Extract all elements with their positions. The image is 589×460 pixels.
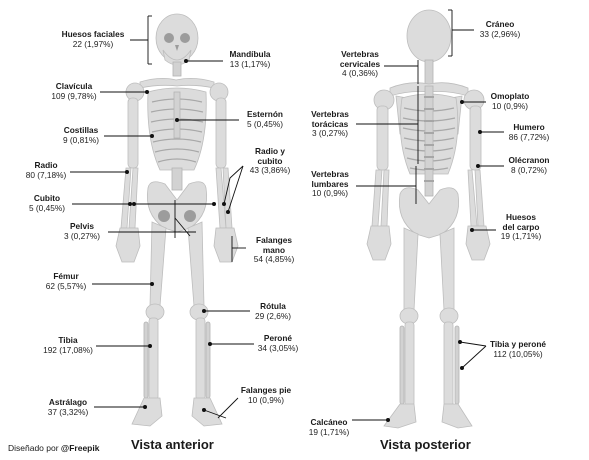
label-name-line1: Vertebras: [311, 169, 349, 179]
label-name-line1: Huesos: [506, 212, 536, 222]
label-value: 10 (0,9%): [312, 188, 348, 199]
label-name-line1: Falanges: [256, 235, 292, 245]
label-name-line2: cubito: [257, 155, 283, 166]
label-value: 5 (0,45%): [29, 202, 65, 213]
label-craneo: Cráneo 33 (2,96%): [472, 19, 528, 39]
label-name: Tibia y peroné: [489, 339, 547, 349]
label-value: 54 (4,85%): [253, 254, 295, 265]
label-value: 3 (0,27%): [64, 230, 100, 241]
label-radio-cubito: Radio y cubito 43 (3,86%): [242, 146, 298, 176]
label-value: 8 (0,72%): [511, 164, 547, 175]
label-name: Clavícula: [55, 81, 93, 91]
credit-line: Diseñado por @Freepik: [8, 443, 99, 453]
label-value: 13 (1,17%): [229, 58, 271, 69]
label-value: 112 (10,05%): [493, 348, 543, 359]
anterior-skeleton: [115, 13, 239, 427]
posterior-view-title: Vista posterior: [380, 437, 471, 452]
label-name: Esternón: [247, 109, 283, 119]
label-value: 3 (0,27%): [312, 128, 348, 139]
label-value: 192 (17,08%): [43, 344, 93, 355]
label-name: Fémur: [53, 271, 79, 281]
label-costillas: Costillas 9 (0,81%): [56, 125, 106, 145]
label-perone: Peroné 34 (3,05%): [252, 333, 304, 353]
label-name: Omoplato: [490, 91, 530, 101]
label-name-line2: cervicales: [339, 58, 381, 69]
label-omoplato: Omoplato 10 (0,9%): [484, 91, 536, 111]
label-name: Mandíbula: [229, 49, 271, 59]
label-rotula: Rótula 29 (2,6%): [248, 301, 298, 321]
label-vertebras-toracicas: Vertebras torácicas 3 (0,27%): [304, 109, 356, 139]
label-name: Humero: [513, 122, 545, 132]
label-value: 19 (1,71%): [500, 231, 542, 242]
anterior-view-title: Vista anterior: [131, 437, 214, 452]
credit-prefix: Diseñado por: [8, 443, 61, 453]
label-name: Costillas: [63, 125, 99, 135]
label-name: Falanges pie: [240, 385, 292, 395]
label-name-line2: mano: [262, 244, 286, 255]
label-value: 80 (7,18%): [25, 169, 67, 180]
label-tibia: Tibia 192 (17,08%): [38, 335, 98, 355]
label-name-line2: lumbares: [311, 178, 349, 189]
label-calcaneo: Calcáneo 19 (1,71%): [304, 417, 354, 437]
label-cubito: Cubito 5 (0,45%): [22, 193, 72, 213]
posterior-leader-lines: [352, 9, 504, 422]
label-clavicula: Clavícula 109 (9,78%): [46, 81, 102, 101]
label-name: Astrálago: [48, 397, 88, 407]
label-value: 5 (0,45%): [247, 118, 283, 129]
anterior-leader-lines: [70, 15, 254, 419]
label-name: Cubito: [33, 193, 61, 203]
label-falanges-mano: Falanges mano 54 (4,85%): [246, 235, 302, 265]
label-name: Olécranon: [508, 155, 550, 165]
label-name: Calcáneo: [310, 417, 348, 427]
label-vertebras-lumbares: Vertebras lumbares 10 (0,9%): [304, 169, 356, 199]
label-value: 29 (2,6%): [255, 310, 291, 321]
label-name-line2: torácicas: [311, 118, 349, 129]
credit-brand: @Freepik: [60, 443, 100, 453]
label-astragalo: Astrálago 37 (3,32%): [40, 397, 96, 417]
label-name: Tibia: [58, 335, 78, 345]
label-huesos-faciales: Huesos faciales 22 (1,97%): [56, 29, 130, 49]
label-vertebras-cervicales: Vertebras cervicales 4 (0,36%): [332, 49, 388, 79]
label-name: Rótula: [260, 301, 286, 311]
label-name: Cráneo: [485, 19, 515, 29]
label-falanges-pie: Falanges pie 10 (0,9%): [234, 385, 298, 405]
label-value: 4 (0,36%): [342, 68, 378, 79]
label-value: 86 (7,72%): [508, 131, 550, 142]
label-name: Huesos faciales: [61, 29, 125, 39]
label-name-line2: del carpo: [502, 221, 540, 232]
label-name: Peroné: [263, 333, 293, 343]
label-name: Radio: [34, 160, 58, 170]
label-value: 22 (1,97%): [72, 38, 114, 49]
label-value: 34 (3,05%): [257, 342, 299, 353]
label-value: 37 (3,32%): [47, 406, 89, 417]
label-value: 43 (3,86%): [249, 165, 291, 176]
label-femur: Fémur 62 (5,57%): [40, 271, 92, 291]
label-mandibula: Mandíbula 13 (1,17%): [222, 49, 278, 69]
posterior-skeleton: [366, 9, 491, 429]
label-value: 109 (9,78%): [51, 90, 97, 101]
label-value: 62 (5,57%): [45, 280, 87, 291]
label-huesos-carpo: Huesos del carpo 19 (1,71%): [494, 212, 548, 242]
label-radio: Radio 80 (7,18%): [20, 160, 72, 180]
label-olecranon: Olécranon 8 (0,72%): [502, 155, 556, 175]
label-humero: Humero 86 (7,72%): [502, 122, 556, 142]
label-name-line1: Vertebras: [341, 49, 379, 59]
label-name-line1: Vertebras: [311, 109, 349, 119]
label-value: 19 (1,71%): [308, 426, 350, 437]
label-name-line1: Radio y: [255, 146, 285, 156]
label-value: 33 (2,96%): [479, 28, 521, 39]
label-value: 10 (0,9%): [248, 394, 284, 405]
label-esternon: Esternón 5 (0,45%): [238, 109, 292, 129]
label-tibia-perone: Tibia y peroné 112 (10,05%): [484, 339, 552, 359]
label-pelvis: Pelvis 3 (0,27%): [56, 221, 108, 241]
label-name: Pelvis: [70, 221, 94, 231]
label-value: 10 (0,9%): [492, 100, 528, 111]
label-value: 9 (0,81%): [63, 134, 99, 145]
